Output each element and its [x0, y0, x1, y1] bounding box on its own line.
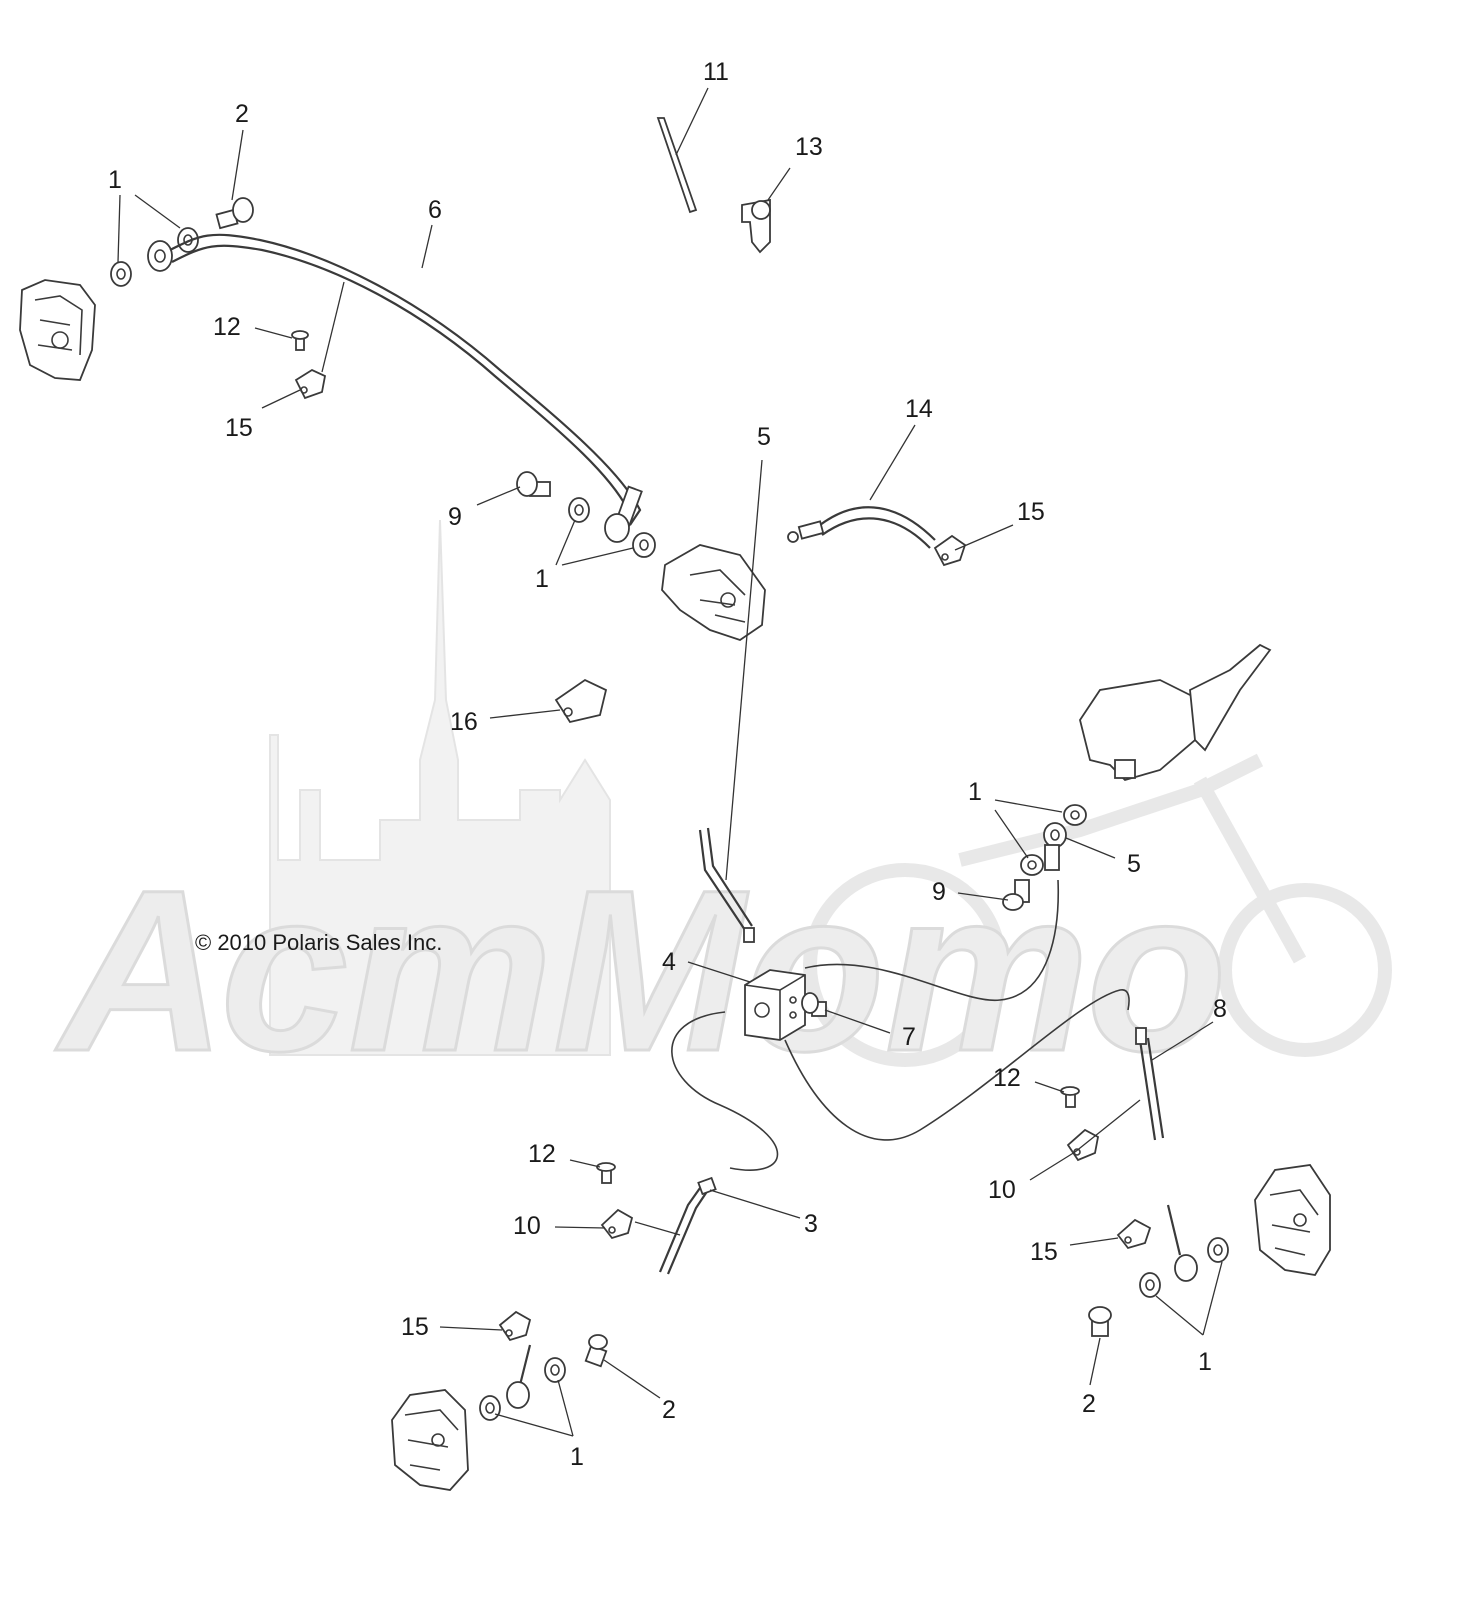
callout-1b: 1 [535, 565, 549, 593]
callout-5a: 5 [757, 423, 771, 451]
banjo-bolt-9b [1002, 879, 1030, 911]
brake-line-to-rear-right [784, 989, 1130, 1141]
washer-1d [1207, 1237, 1229, 1263]
watermark-motorcycle [803, 753, 1392, 1067]
callout-12a: 12 [213, 313, 241, 341]
clamp-15a [294, 368, 327, 400]
clamp-16 [554, 678, 608, 724]
hose-end-bottom-left [506, 1344, 532, 1409]
callout-16: 16 [450, 708, 478, 736]
callout-3: 3 [804, 1210, 818, 1238]
junction-block-4 [744, 969, 806, 1041]
bolt-7 [801, 992, 827, 1017]
callout-1d: 1 [570, 1443, 584, 1471]
caliper-bottom-right [1254, 1164, 1331, 1276]
callout-9a: 9 [448, 503, 462, 531]
washer-1a2 [177, 227, 199, 253]
front-master-cylinder-lever [1079, 643, 1272, 782]
hose-5a [698, 827, 755, 943]
callout-12c: 12 [528, 1140, 556, 1168]
washer-1d2 [1139, 1272, 1161, 1298]
callout-14: 14 [905, 395, 933, 423]
callout-10a: 10 [988, 1176, 1016, 1204]
pin-12a [291, 330, 309, 351]
washer-1c [1063, 804, 1087, 826]
watermark-city-silhouette [269, 519, 611, 1056]
clamp-15c [498, 1310, 532, 1342]
banjo-bolt-2b [1088, 1306, 1112, 1337]
callout-1a: 1 [108, 166, 122, 194]
caliper-top-left [19, 279, 96, 381]
copyright-text: © 2010 Polaris Sales Inc. [195, 930, 442, 955]
banjo-5b [1043, 822, 1067, 871]
rod-11 [656, 117, 698, 214]
hose-3 [658, 1176, 717, 1275]
callouts: 1 2 6 11 13 12 15 14 15 9 1 16 5 1 5 9 4… [108, 58, 1227, 1471]
washer-1e [544, 1357, 566, 1383]
callout-2b: 2 [662, 1396, 676, 1424]
callout-2a: 2 [235, 100, 249, 128]
callout-4: 4 [662, 948, 676, 976]
hose-8 [1135, 1027, 1165, 1141]
rear-master-cylinder [661, 544, 766, 641]
callout-10b: 10 [513, 1212, 541, 1240]
callout-15b: 15 [1017, 498, 1045, 526]
callout-15d: 15 [1030, 1238, 1058, 1266]
brake-line-to-front [804, 879, 1060, 1002]
callout-1c: 1 [968, 778, 982, 806]
hose-14 [819, 506, 936, 541]
callout-15a: 15 [225, 414, 253, 442]
watermark-text: АстМото [55, 842, 1227, 1099]
valve-13 [741, 198, 771, 254]
hose-end-fitting-6 [604, 485, 643, 543]
washer-1e2 [479, 1395, 501, 1421]
brake-line-to-rear-left [671, 1011, 779, 1171]
hose-end-right [1166, 1204, 1198, 1282]
callout-13: 13 [795, 133, 823, 161]
callout-12b: 12 [993, 1064, 1021, 1092]
banjo-bolt-2a [215, 197, 254, 230]
pin-12c [596, 1162, 616, 1184]
washer-1c2 [1020, 854, 1044, 876]
banjo-fitting-6a [147, 240, 173, 272]
callout-9b: 9 [932, 878, 946, 906]
watermark: АстМото [54, 519, 1392, 1101]
callout-2c: 2 [1082, 1390, 1096, 1418]
clamp-10b [600, 1208, 634, 1240]
leader-lines [117, 87, 1223, 1437]
callout-15c: 15 [401, 1313, 429, 1341]
callout-8: 8 [1213, 995, 1227, 1023]
banjo-bolt-9a [516, 471, 551, 497]
washer-1b [568, 497, 590, 523]
pin-12b [1060, 1086, 1080, 1108]
caliper-bottom-left [391, 1389, 469, 1491]
callout-5b: 5 [1127, 850, 1141, 878]
callout-6: 6 [428, 196, 442, 224]
clamp-15d [1116, 1218, 1152, 1250]
callout-1e: 1 [1198, 1348, 1212, 1376]
clamp-15b [933, 534, 967, 567]
brake-line-6 [169, 233, 642, 526]
callout-11: 11 [703, 58, 729, 86]
callout-7: 7 [902, 1023, 916, 1051]
banjo-bolt-2c [584, 1334, 608, 1368]
hose-14-end [787, 520, 825, 543]
washer-1a [110, 261, 132, 287]
washer-1b2 [632, 532, 656, 558]
